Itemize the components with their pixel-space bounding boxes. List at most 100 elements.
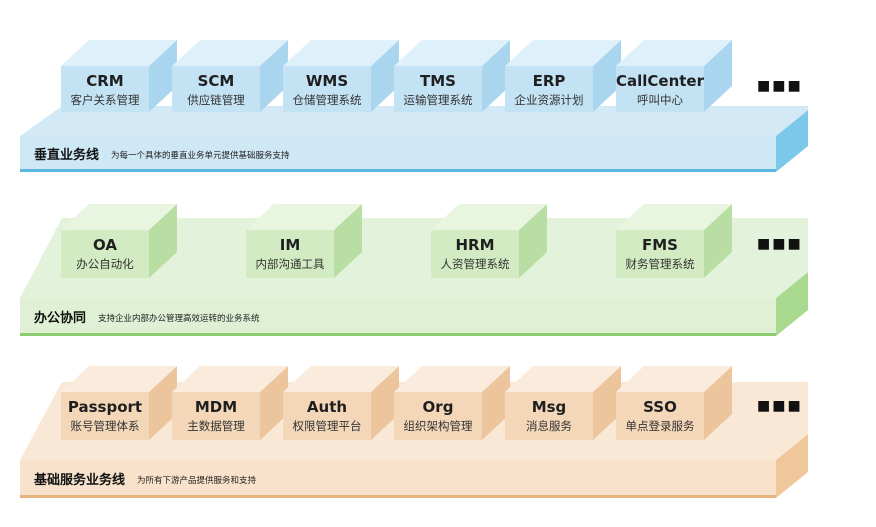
box-top xyxy=(505,40,621,66)
box-front xyxy=(394,392,482,440)
box-side xyxy=(260,40,288,112)
service-box-msg: Msg 消息服务 xyxy=(505,366,621,440)
box-title: WMS xyxy=(306,72,348,90)
platform-side xyxy=(776,272,808,336)
box-top xyxy=(61,204,177,230)
band-title: 基础服务业务线 xyxy=(33,472,125,488)
box-side xyxy=(482,366,510,440)
box-top xyxy=(505,366,621,392)
box-title: Msg xyxy=(532,398,567,416)
band-title: 办公协同 xyxy=(34,310,86,326)
service-box-wms: WMS 仓储管理系统 xyxy=(283,40,399,112)
more-indicator: ■■■ xyxy=(757,78,803,94)
box-title: CallCenter xyxy=(616,72,705,90)
box-top xyxy=(283,40,399,66)
box-subtitle: 权限管理平台 xyxy=(293,419,362,433)
platform-accent xyxy=(20,495,776,498)
box-title: Auth xyxy=(307,398,347,416)
platform-side xyxy=(776,434,808,498)
box-top xyxy=(616,366,732,392)
box-front xyxy=(172,392,260,440)
box-top xyxy=(61,366,177,392)
box-subtitle: 主数据管理 xyxy=(187,419,245,433)
box-top xyxy=(394,40,510,66)
box-front xyxy=(246,230,334,278)
platform-accent xyxy=(20,333,776,336)
platform-side xyxy=(776,110,808,172)
box-top xyxy=(616,40,732,66)
box-front xyxy=(616,230,704,278)
box-front xyxy=(394,66,482,112)
band-office: 办公协同支持企业内部办公管理高效运转的业务系统OA办公自动化IM内部沟通工具HR… xyxy=(20,204,808,336)
platform-top xyxy=(20,218,808,298)
box-top xyxy=(283,366,399,392)
box-side xyxy=(371,366,399,440)
service-box-hrm: HRM 人资管理系统 xyxy=(431,204,547,278)
service-box-crm: CRM 客户关系管理 xyxy=(61,40,177,112)
box-side xyxy=(593,366,621,440)
platform-front xyxy=(20,136,776,172)
platform-front xyxy=(20,460,776,498)
box-side xyxy=(149,366,177,440)
box-subtitle: 人资管理系统 xyxy=(441,257,510,271)
band-base: 基础服务业务线 为所有下游产品提供服务和支持 Passport 账号管理体系 MDM 主数… xyxy=(20,366,808,498)
box-side xyxy=(334,204,362,278)
service-box-mdm: MDM 主数据管理 xyxy=(172,366,288,440)
box-title: Passport xyxy=(68,398,142,416)
box-subtitle: 消息服务 xyxy=(526,419,572,433)
box-side xyxy=(482,40,510,112)
more-indicator: ■■■ xyxy=(757,236,803,252)
box-front xyxy=(283,392,371,440)
box-front xyxy=(283,66,371,112)
box-title: TMS xyxy=(420,72,456,90)
box-subtitle: 财务管理系统 xyxy=(626,257,695,271)
box-title: HRM xyxy=(455,236,494,254)
box-title: FMS xyxy=(642,236,678,254)
box-front xyxy=(61,392,149,440)
box-side xyxy=(149,204,177,278)
box-side xyxy=(519,204,547,278)
band-description: 为所有下游产品提供服务和支持 xyxy=(137,475,257,486)
box-top xyxy=(431,204,547,230)
box-top xyxy=(172,40,288,66)
box-title: OA xyxy=(93,236,117,254)
box-front xyxy=(616,392,704,440)
band-vertical: 垂直业务线为每一个具体的垂直业务单元提供基础服务支持CRM客户关系管理SCM供应… xyxy=(20,40,808,172)
box-subtitle: 呼叫中心 xyxy=(637,93,683,107)
box-top xyxy=(394,366,510,392)
box-subtitle: 账号管理体系 xyxy=(71,419,140,433)
more-indicator: ■■■ xyxy=(757,398,803,414)
box-title: SCM xyxy=(198,72,235,90)
service-box-org: Org 组织架构管理 xyxy=(394,366,510,440)
box-side xyxy=(260,366,288,440)
box-subtitle: 客户关系管理 xyxy=(71,93,140,107)
box-title: MDM xyxy=(195,398,237,416)
box-front xyxy=(431,230,519,278)
platform-front xyxy=(20,298,776,336)
box-side xyxy=(593,40,621,112)
box-subtitle: 单点登录服务 xyxy=(626,419,695,433)
box-subtitle: 仓储管理系统 xyxy=(293,93,362,107)
box-front xyxy=(616,66,704,112)
box-title: Org xyxy=(423,398,454,416)
service-box-auth: Auth 权限管理平台 xyxy=(283,366,399,440)
box-front xyxy=(505,66,593,112)
service-box-sso: SSO 单点登录服务 xyxy=(616,366,732,440)
platform-accent xyxy=(20,169,776,172)
box-title: IM xyxy=(280,236,301,254)
box-side xyxy=(371,40,399,112)
box-title: CRM xyxy=(86,72,124,90)
box-front xyxy=(172,66,260,112)
box-side xyxy=(704,366,732,440)
box-front xyxy=(61,66,149,112)
service-box-callcenter: CallCenter 呼叫中心 xyxy=(616,40,732,112)
box-subtitle: 组织架构管理 xyxy=(404,419,473,433)
box-side xyxy=(149,40,177,112)
box-title: SSO xyxy=(643,398,677,416)
service-box-passport: Passport 账号管理体系 xyxy=(61,366,177,440)
